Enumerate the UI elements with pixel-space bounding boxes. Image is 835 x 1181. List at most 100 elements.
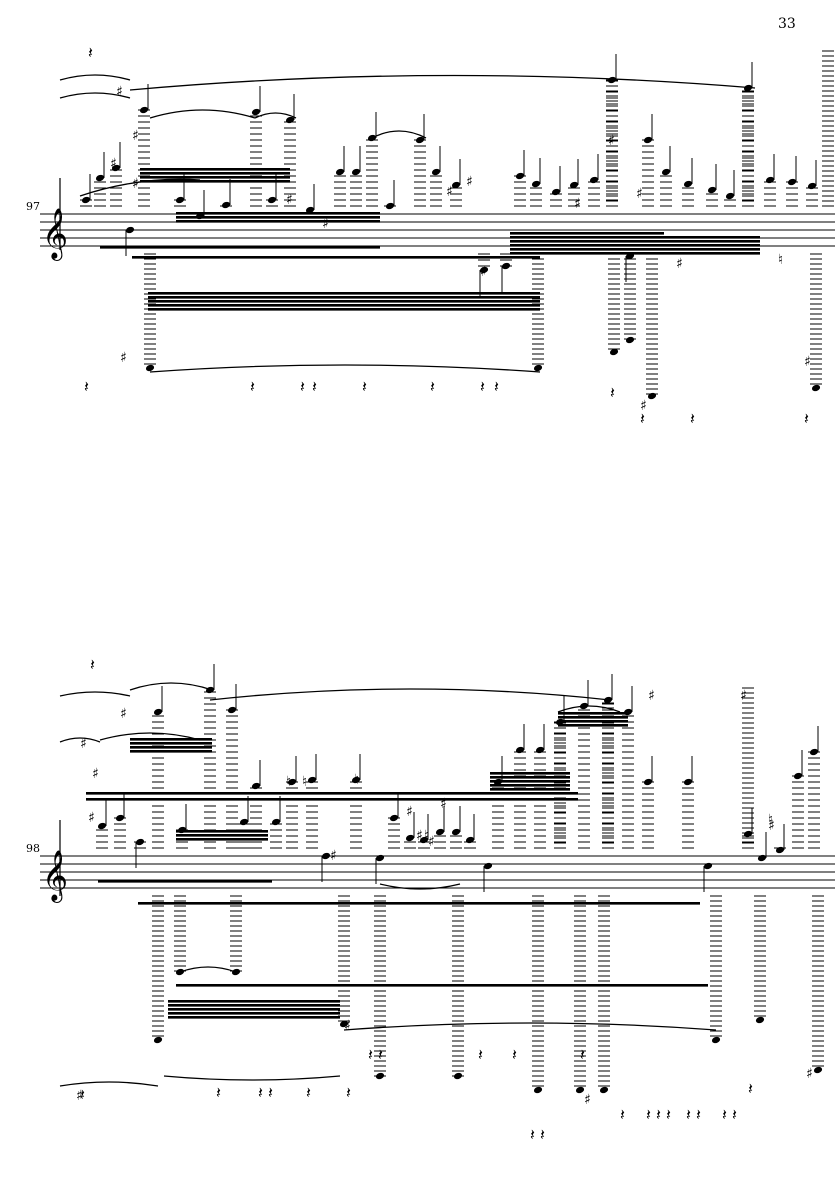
sharp-sign: ♯ [480,264,487,280]
notehead [575,1086,585,1094]
sharp-sign: ♯ [406,804,413,820]
notehead [765,176,775,184]
notehead [221,201,231,209]
natural-sign: ♮ [778,252,783,268]
notehead [533,1086,543,1094]
rest-symbol: 𝄽 [306,1083,311,1102]
rest-symbol: 𝄽 [346,1083,351,1102]
slur [79,178,201,197]
notehead [465,836,475,844]
rest-symbol: 𝄽 [312,377,317,396]
rest-symbol: 𝄽 [732,1105,737,1124]
beam [168,1012,340,1015]
slur [254,112,297,119]
beam [664,244,760,247]
beam [168,1008,340,1011]
notehead [743,830,753,838]
beam [176,834,268,837]
beam [132,256,540,259]
notehead [569,181,579,189]
sharp-sign: ♯ [416,828,423,844]
beam [176,220,380,223]
sharp-sign: ♯ [76,1088,83,1104]
rest-symbol: 𝄽 [378,1045,383,1064]
treble-clef: 𝄞 [42,208,68,261]
beam [510,252,664,255]
notehead [661,168,671,176]
notehead [711,1036,721,1044]
slur [129,74,756,91]
notehead [95,174,105,182]
notehead [375,854,385,862]
slur [557,705,621,713]
notehead [321,852,331,860]
sharp-sign: ♯ [440,796,447,812]
beam [86,798,578,801]
notehead [351,168,361,176]
beam [664,236,760,239]
beam [148,296,540,299]
beam [176,984,708,987]
notehead [625,336,635,344]
notehead [271,818,281,826]
slur [99,732,201,741]
sharp-sign: ♯ [88,810,95,826]
beam [98,880,272,883]
system-97: 𝄞♯♯♯♯♯♯♯♯♯♯♯♯♯♯♯♯♮𝄽𝄽𝄽𝄽𝄽𝄽𝄽𝄽𝄽𝄽𝄽𝄽𝄽 [40,43,835,428]
notehead [405,834,415,842]
sharp-sign: ♯ [286,192,293,208]
rest-symbol: 𝄽 [494,377,499,396]
notehead [707,186,717,194]
rest-symbol: 𝄽 [80,1085,85,1104]
notehead [145,364,155,372]
rest-symbol: 𝄽 [88,43,93,62]
beam [558,720,628,723]
rest-symbol: 𝄽 [512,1045,517,1064]
beam [130,738,212,741]
beam [138,902,700,905]
notehead [775,846,785,854]
sharp-sign: ♯ [80,736,87,752]
slur [163,1075,341,1081]
notehead [703,862,713,870]
beam [558,712,628,715]
rest-symbol: 𝄽 [580,1045,585,1064]
slur [59,737,101,743]
natural-sign: ♮ [424,828,429,844]
slur [59,74,131,81]
beam [140,172,290,175]
rest-symbol: 𝄽 [640,409,645,428]
rest-symbol: 𝄽 [478,1045,483,1064]
rest-symbol: 𝄽 [300,377,305,396]
notehead [807,182,817,190]
beam [148,304,540,307]
notehead [647,392,657,400]
slur [129,682,213,691]
rest-symbol: 𝄽 [480,377,485,396]
notehead [599,1086,609,1094]
sharp-sign: ♯ [676,256,683,272]
beam [168,1000,340,1003]
sharp-sign: ♯ [92,766,99,782]
sharp-sign: ♯ [120,350,127,366]
notehead [535,746,545,754]
sharp-sign: ♯ [804,354,811,370]
sharp-sign: ♯ [574,196,581,212]
natural-sign: ♮ [768,812,773,828]
notehead [305,206,315,214]
notehead [339,1020,349,1028]
sharp-sign: ♯ [116,84,123,100]
beam [490,784,570,787]
sharp-sign: ♯ [428,834,435,850]
beam [490,780,570,783]
rest-symbol: 𝄽 [666,1105,671,1124]
beam [510,244,664,247]
beam [130,750,212,753]
sharp-sign: ♯ [344,1018,351,1034]
notehead [97,822,107,830]
slur [209,688,611,701]
beam [176,216,380,219]
rest-symbol: 𝄽 [804,409,809,428]
slur [371,130,427,139]
